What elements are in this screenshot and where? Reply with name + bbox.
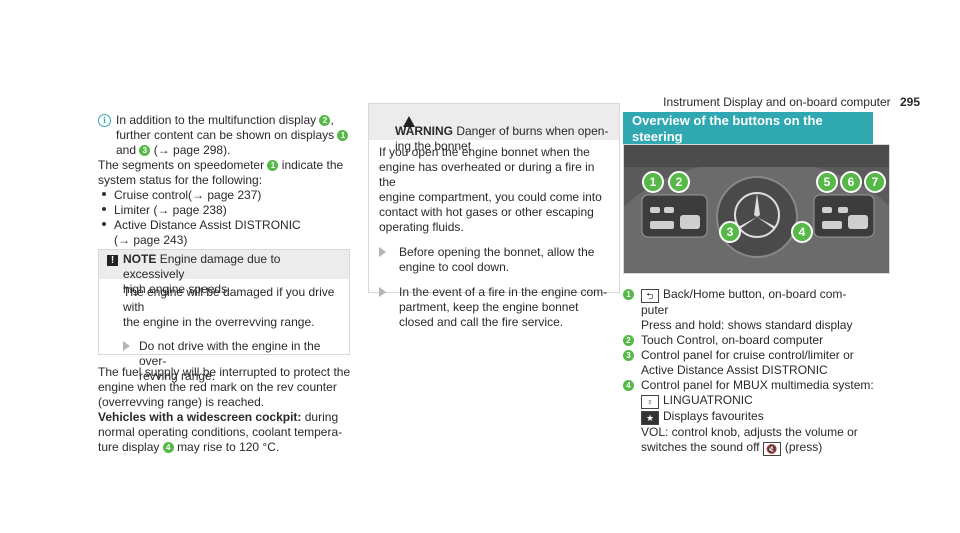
note-label: NOTE [123, 252, 157, 266]
callout-1: 1 [642, 171, 664, 193]
badge-3: 3 [139, 145, 151, 156]
arrow-icon [379, 247, 386, 257]
badge-2: 2 [623, 335, 634, 346]
callout-5: 5 [816, 171, 838, 193]
badge-3: 3 [623, 350, 634, 361]
badge-4: 4 [162, 442, 174, 453]
badge-1: 1 [267, 160, 279, 171]
warning-title-2: ing the bonnet [395, 139, 472, 153]
info-text-1: In addition to the multifunction display [116, 113, 317, 127]
warning-triangle-icon [403, 116, 415, 127]
column-1: i In addition to the multifunction displ… [98, 113, 358, 248]
bullet-item: Active Distance Assist DISTRONIC [98, 218, 358, 233]
star-icon: ★ [641, 411, 659, 425]
info-text-3: and [116, 143, 137, 157]
segments-paragraph: The segments on speedometer 1 indicate t… [98, 158, 358, 248]
note-title: Engine damage due to excessively [123, 252, 281, 281]
back-home-icon: ⮌ [641, 289, 659, 303]
note-step-2: revving range. [139, 369, 216, 383]
legend-item: 4 Control panel for MBUX multimedia syst… [623, 378, 913, 456]
badge-2: 2 [319, 115, 331, 126]
warning-header: WARNING Danger of burns when open- ing t… [369, 104, 619, 153]
seg-text-1b: indicate the [281, 158, 344, 172]
badge-4: 4 [623, 380, 634, 391]
note-header: ! NOTE Engine damage due to excessively … [99, 250, 349, 296]
note-body: The engine will be damaged if you drive … [123, 285, 335, 314]
legend-item: 1 ⮌Back/Home button, on-board com- puter… [623, 287, 913, 333]
section-heading: Overview of the buttons on the steering … [623, 112, 873, 160]
info-paragraph: i In addition to the multifunction displ… [98, 113, 358, 158]
note-body-2: the engine in the overrevving range. [123, 315, 315, 329]
steering-wheel-image [624, 145, 889, 273]
header-title: Instrument Display and on-board computer [663, 95, 891, 109]
info-icon: i [98, 114, 111, 127]
callout-3: 3 [719, 221, 741, 243]
bullet-item: Limiter (→ page 238) [98, 203, 358, 218]
badge-1: 1 [337, 130, 349, 141]
bullet-item: Cruise control(→ page 237) [98, 188, 358, 203]
steering-wheel-figure: 1 2 3 4 5 6 7 [623, 144, 890, 274]
note-box: ! NOTE Engine damage due to excessively … [98, 249, 350, 383]
seg-text-1: The segments on speedometer [98, 158, 265, 172]
callout-2: 2 [668, 171, 690, 193]
legend: 1 ⮌Back/Home button, on-board com- puter… [623, 287, 913, 456]
page-number: 295 [899, 95, 920, 109]
vehicles-label: Vehicles with a widescreen cockpit: [98, 410, 302, 424]
running-header: Instrument Display and on-board computer… [620, 95, 920, 110]
info-text-1b: , [330, 113, 334, 127]
warning-box: WARNING Danger of burns when open- ing t… [368, 103, 620, 329]
warning-label: WARNING [395, 124, 453, 138]
linguatronic-icon: ♀ [641, 395, 659, 409]
legend-item: 2 Touch Control, on-board computer [623, 333, 913, 348]
legend-item: 3 Control panel for cruise control/limit… [623, 348, 913, 378]
mute-icon: 🔇 [762, 442, 781, 456]
seg-text-2: system status for the following: [98, 173, 263, 187]
arrow-icon [123, 341, 130, 351]
note-title-2: high engine speeds [123, 282, 228, 296]
badge-1: 1 [623, 289, 634, 300]
fuel-paragraph: The fuel supply will be interrupted to p… [98, 365, 351, 454]
warning-title: Danger of burns when open- [456, 124, 609, 138]
exclamation-icon: ! [107, 255, 118, 266]
callout-4: 4 [791, 221, 813, 243]
info-text-2: further content can be shown on displays [116, 128, 335, 142]
arrow-icon [379, 287, 386, 297]
note-step: Do not drive with the engine in the over… [139, 339, 321, 368]
bullet-item-cont: (→ page 243) [114, 233, 188, 247]
info-text-3b: (→ page 298). [153, 143, 231, 157]
callout-6: 6 [840, 171, 862, 193]
callout-7: 7 [864, 171, 886, 193]
